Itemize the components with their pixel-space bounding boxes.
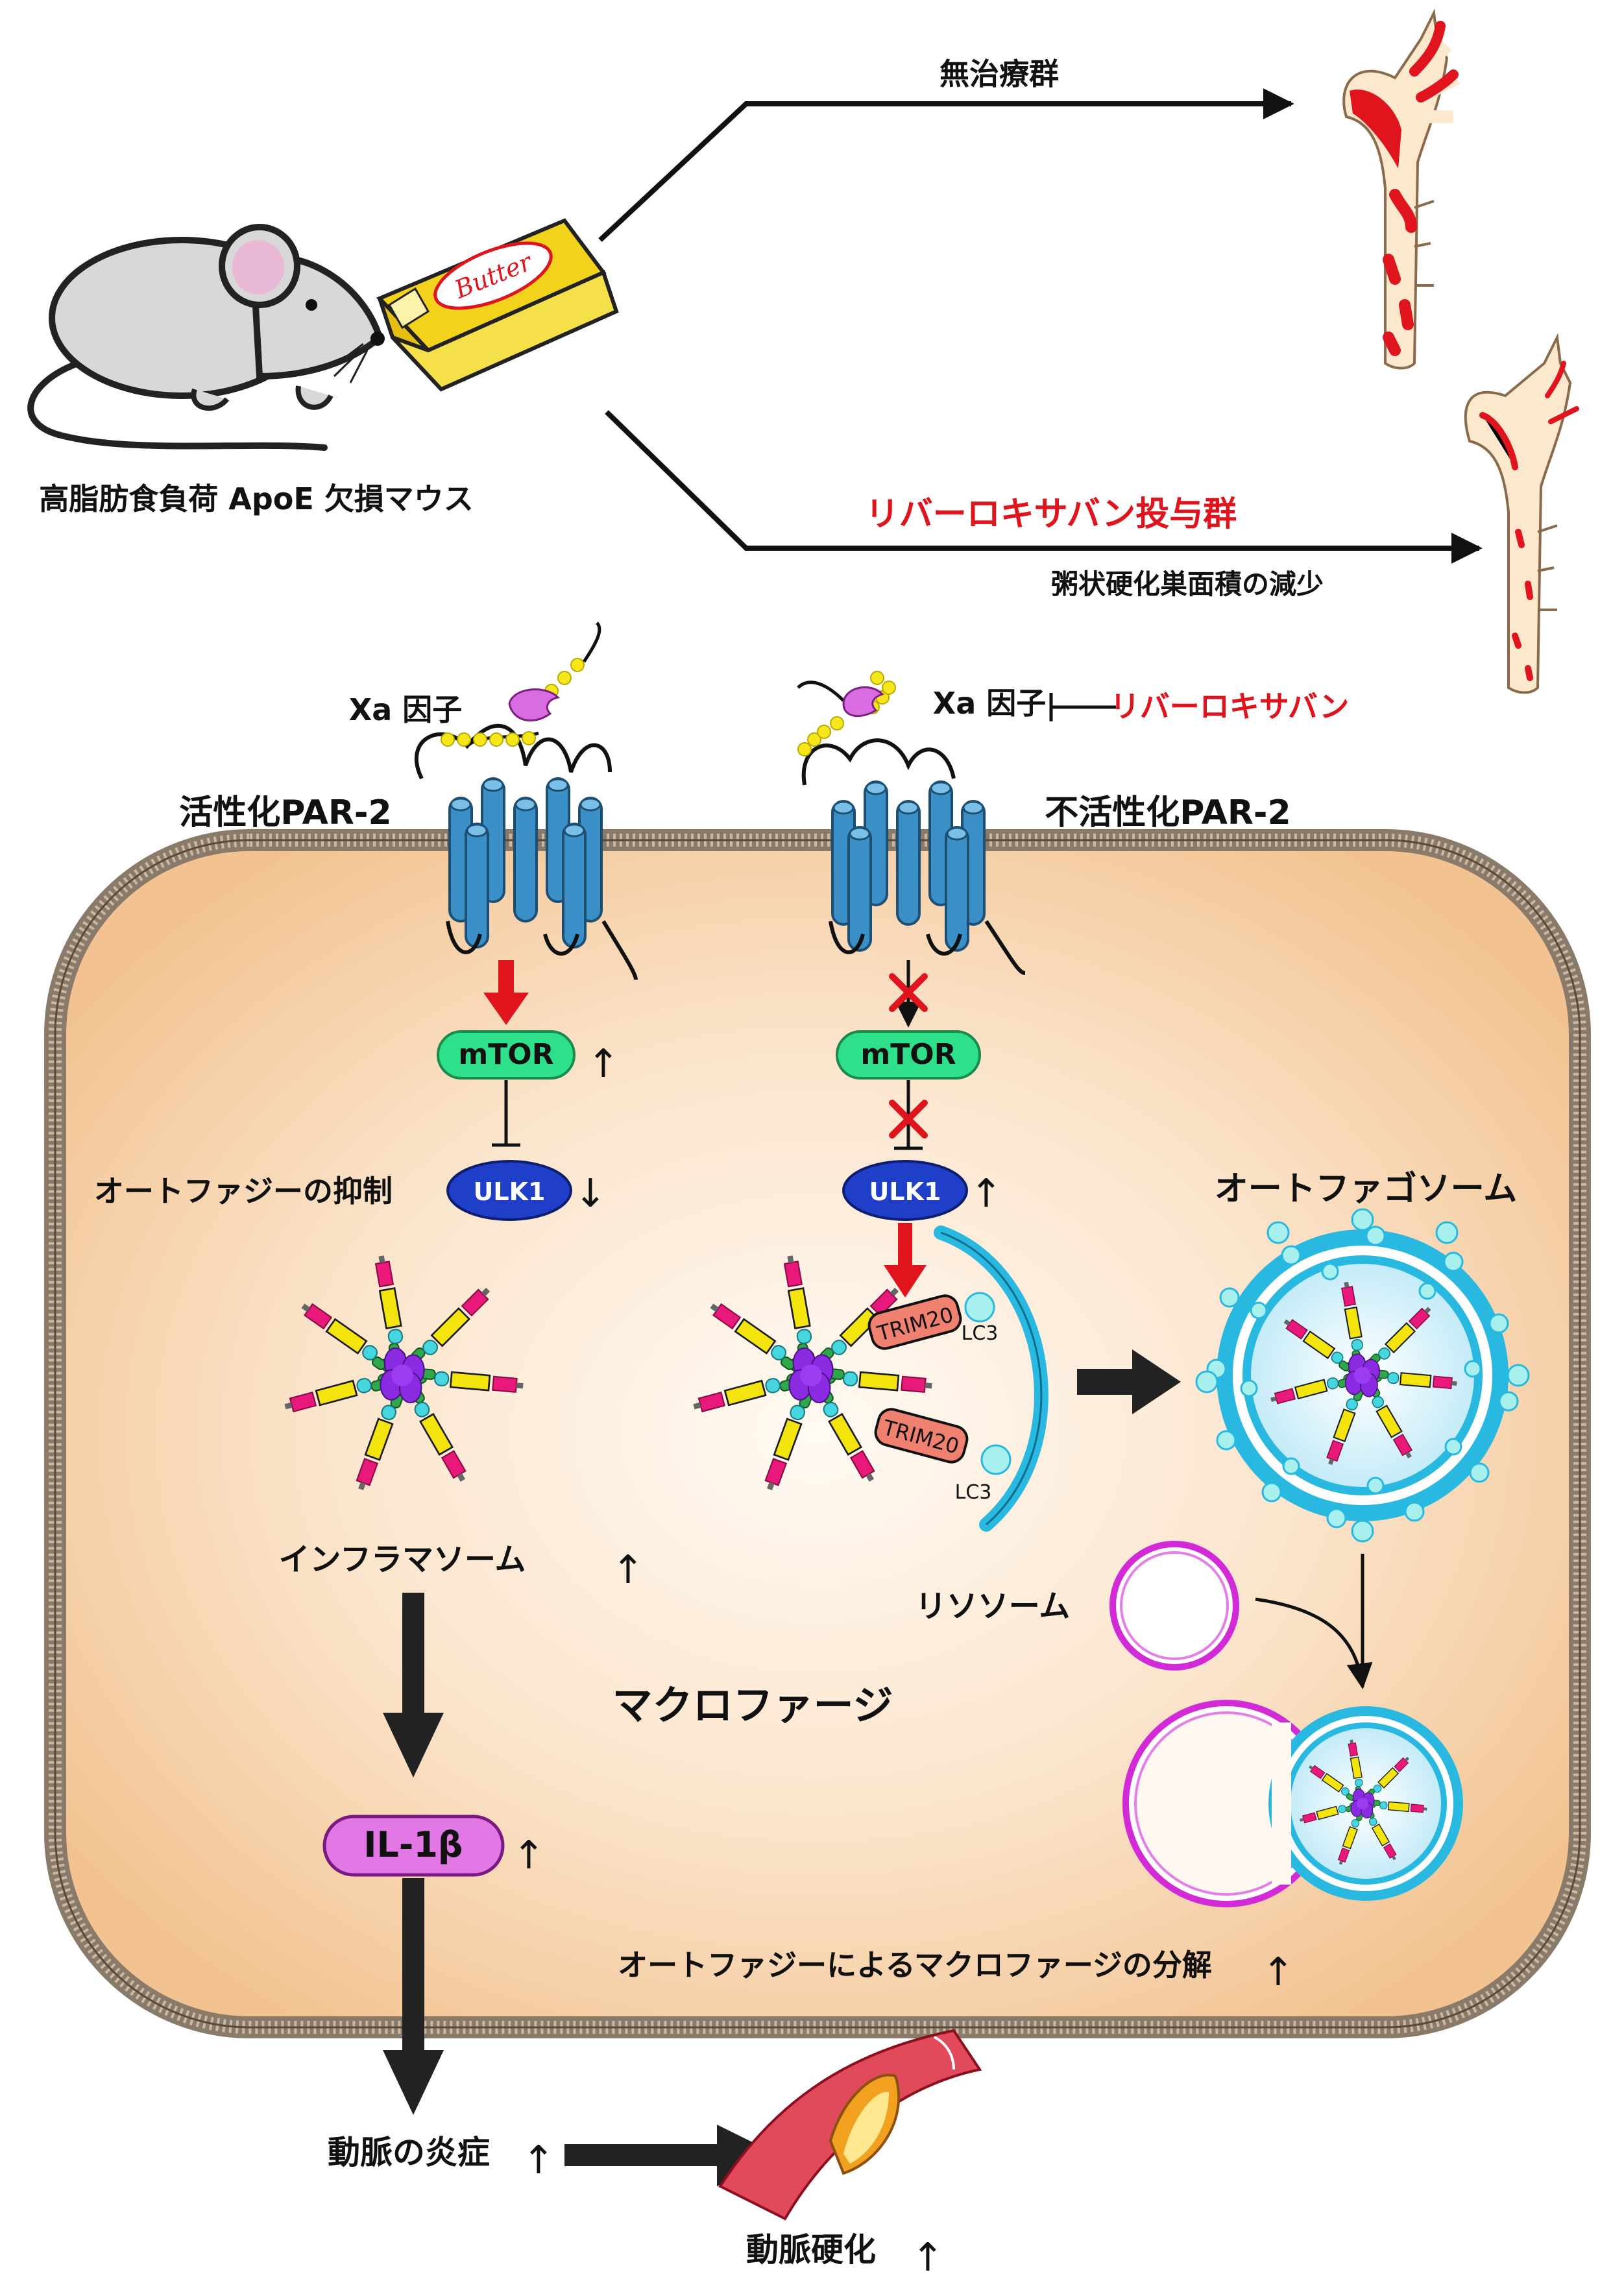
fusion-arrows bbox=[1255, 1554, 1373, 1689]
ulk1-node-right bbox=[842, 1160, 968, 1221]
active-par2-label: 活性化PAR-2 bbox=[179, 793, 391, 832]
inflammasome-to-il1b-arrow bbox=[383, 1593, 444, 1778]
lc3-label-2: LC3 bbox=[955, 1481, 992, 1504]
lysosome bbox=[1109, 1541, 1239, 1671]
aorta-treated bbox=[1464, 333, 1579, 694]
il1b-label: IL-1β bbox=[363, 1824, 463, 1865]
blocked-inhibition-mtor-ulk1 bbox=[889, 1080, 928, 1150]
factor-xa-label-left: Xa 因子 bbox=[349, 692, 463, 727]
il1b-node bbox=[322, 1815, 505, 1877]
trim20-badge-2 bbox=[874, 1408, 969, 1464]
mtor-node-right bbox=[836, 1030, 981, 1080]
il1b-to-inflammation-arrow bbox=[383, 1878, 444, 2115]
ulk1-up-arrow-right: ↑ bbox=[970, 1171, 1002, 1216]
aorta-untreated bbox=[1342, 8, 1460, 370]
par2-active-receptor bbox=[415, 723, 638, 980]
lc3-dot-1 bbox=[964, 1292, 995, 1323]
mouse-caption: 高脂肪食負荷 ApoE 欠損マウス bbox=[39, 481, 474, 516]
atherosclerosis-up-arrow: ↑ bbox=[912, 2235, 944, 2280]
factor-xa-active bbox=[441, 622, 601, 747]
ulk1-to-trim20-arrow bbox=[884, 1223, 927, 1297]
activation-arrow bbox=[483, 960, 529, 1025]
inflammasome-label: インフラマソーム bbox=[278, 1541, 526, 1578]
mtor-label-left: mTOR bbox=[458, 1038, 553, 1071]
ulk1-node-left bbox=[446, 1160, 572, 1221]
lc3-dot-2 bbox=[980, 1444, 1012, 1475]
degradation-up-arrow: ↑ bbox=[1262, 1949, 1294, 1995]
lc3-label-1: LC3 bbox=[962, 1322, 999, 1345]
factor-xa-cleaved bbox=[797, 671, 896, 756]
factor-xa-label-right: Xa 因子 bbox=[933, 686, 1047, 721]
inflammation-up-arrow: ↑ bbox=[522, 2138, 555, 2183]
ulk1-down-arrow-left: ↓ bbox=[574, 1171, 607, 1216]
butter-box bbox=[376, 218, 619, 392]
autophagy-inhibition-label: オートファジーの抑制 bbox=[94, 1174, 393, 1209]
mouse-illustration bbox=[27, 224, 385, 451]
mtor-label-right: mTOR bbox=[860, 1038, 956, 1071]
plaque-reduction-label: 粥状硬化巣面積の減少 bbox=[1051, 568, 1324, 600]
autolysosome bbox=[1122, 1700, 1463, 1907]
macrophage-label: マクロファージ bbox=[612, 1682, 893, 1729]
blocked-arrow-par2-mtor bbox=[889, 960, 928, 1028]
autophagosome-label: オートファゴソーム bbox=[1215, 1170, 1517, 1209]
il1b-up-arrow: ↑ bbox=[513, 1833, 545, 1878]
lysosome-label: リソソーム bbox=[915, 1588, 1071, 1624]
drug-inhibition-bar bbox=[1049, 693, 1116, 721]
inactive-par2-label: 不活性化PAR-2 bbox=[1045, 793, 1291, 832]
treated-group-label: リバーロキサバン投与群 bbox=[866, 495, 1237, 534]
rivaroxaban-label: リバーロキサバン bbox=[1110, 689, 1349, 724]
macrophage-degradation-label: オートファジーによるマクロファージの分解 bbox=[618, 1948, 1212, 1983]
mtor-inhibits-ulk1 bbox=[492, 1080, 520, 1147]
ulk1-label-left: ULK1 bbox=[474, 1177, 546, 1206]
treated-branch-arrow bbox=[605, 410, 1483, 564]
atherosclerotic-artery bbox=[718, 2029, 982, 2221]
inflammasome-up-arrow: ↑ bbox=[612, 1547, 644, 1593]
phagophore-to-autophagosome-arrow bbox=[1077, 1349, 1181, 1414]
autophagosome bbox=[1195, 1208, 1530, 1543]
par2-inactive-receptor bbox=[801, 738, 1026, 975]
arterial-inflammation-label: 動脈の炎症 bbox=[328, 2134, 490, 2171]
untreated-group-label: 無治療群 bbox=[939, 56, 1059, 91]
untreated-branch-arrow bbox=[598, 88, 1294, 242]
mtor-node-left bbox=[437, 1030, 576, 1080]
atherosclerosis-label: 動脈硬化 bbox=[746, 2231, 876, 2269]
mtor-up-arrow-left: ↑ bbox=[587, 1041, 620, 1087]
ulk1-label-right: ULK1 bbox=[869, 1177, 941, 1206]
trim20-badge-1 bbox=[867, 1294, 962, 1350]
